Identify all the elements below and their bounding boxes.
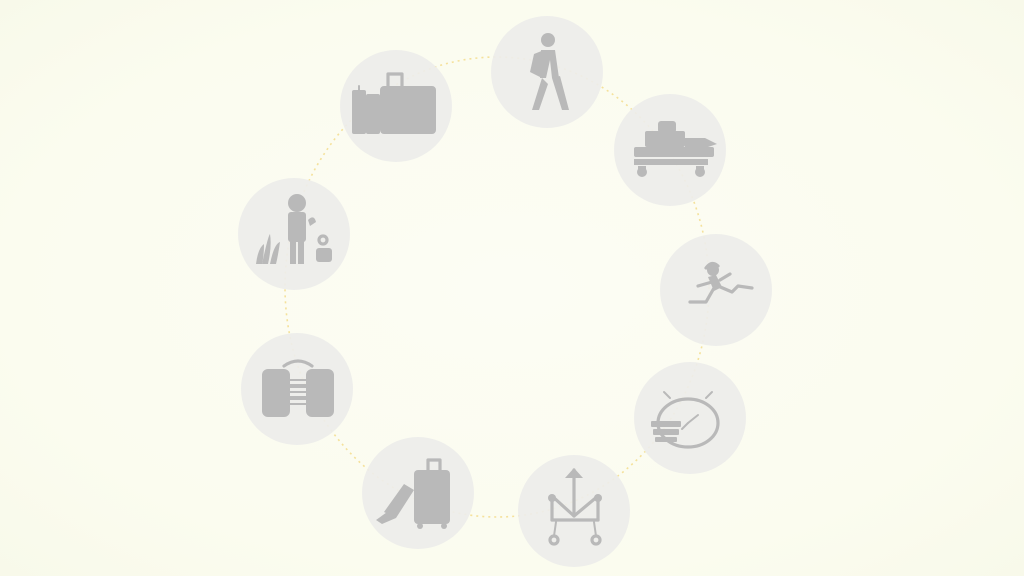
person-walking-icon	[530, 33, 569, 110]
person-waiting-icon	[256, 194, 332, 264]
node-conveyor	[614, 94, 726, 206]
node-rolling-luggage	[362, 437, 474, 549]
person-running-icon	[688, 261, 754, 304]
node-running	[660, 234, 772, 346]
node-clock	[634, 362, 746, 474]
rolling-luggage-icon	[376, 458, 450, 529]
node-waiting	[238, 178, 350, 290]
clock-tickets-icon	[651, 391, 720, 449]
node-backpack	[241, 333, 353, 445]
arrow-cart-icon	[548, 468, 602, 546]
backpack-icon	[262, 359, 334, 417]
suitcases-icon	[352, 72, 436, 134]
node-arrow-cart	[518, 455, 630, 567]
node-walking	[491, 16, 603, 128]
node-suitcases	[340, 50, 452, 162]
baggage-conveyor-icon	[634, 121, 717, 177]
